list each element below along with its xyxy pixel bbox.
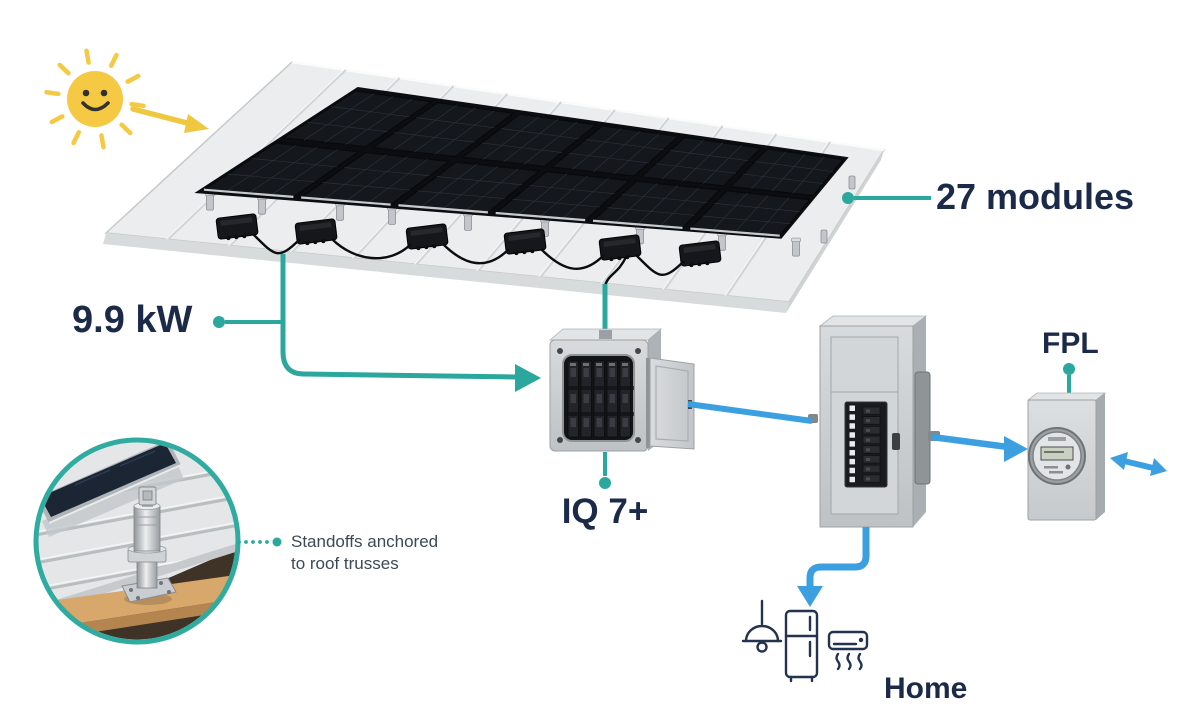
branch-cables bbox=[252, 233, 685, 287]
sun-icon bbox=[44, 48, 146, 150]
panel-breakers bbox=[849, 405, 881, 483]
panel-side-raceway bbox=[914, 371, 931, 485]
grid-exchange-left-head bbox=[1110, 452, 1128, 470]
inset-standoff bbox=[121, 486, 177, 605]
blue-connectors bbox=[687, 401, 1167, 607]
panel-top-face bbox=[818, 315, 928, 327]
inset-callout-dot bbox=[272, 537, 282, 547]
sunlight-arrow-icon bbox=[130, 106, 209, 133]
standoff-inset bbox=[33, 437, 282, 645]
dc-line-to-combiner bbox=[280, 254, 518, 380]
combiner-breakers bbox=[566, 360, 634, 438]
inset-truss-top bbox=[50, 574, 236, 627]
standoffs-note-line2: to roof trusses bbox=[291, 554, 399, 573]
standoffs-note-line1: Standoffs anchored bbox=[291, 532, 439, 551]
combiner-box bbox=[548, 328, 695, 452]
solar-panel-array bbox=[194, 86, 849, 239]
sun-rays bbox=[44, 48, 146, 150]
standoffs-note: Standoffs anchored to roof trusses bbox=[291, 531, 438, 575]
panel-to-meter-line bbox=[931, 433, 1009, 451]
roof-ridge-highlight bbox=[291, 60, 885, 152]
home-load-icons bbox=[741, 599, 869, 683]
system-size-label: 9.9 kW bbox=[72, 299, 193, 341]
microinverters bbox=[215, 213, 722, 268]
sun-smile bbox=[81, 101, 110, 112]
module-count-label: 27 modules bbox=[936, 176, 1135, 217]
sun-body bbox=[67, 71, 123, 127]
meter-nameplate bbox=[1048, 437, 1066, 441]
utility-meter bbox=[1026, 392, 1107, 521]
breaker-panel bbox=[808, 315, 940, 528]
combiner-door-panel bbox=[655, 365, 689, 442]
microinverter bbox=[503, 228, 547, 256]
microinverter bbox=[405, 223, 449, 251]
combiner-door bbox=[649, 357, 695, 450]
inset-truss-side bbox=[54, 598, 236, 638]
grid-exchange-shaft bbox=[1123, 458, 1154, 471]
dc-arrowhead bbox=[515, 364, 541, 392]
grid-exchange-right-head bbox=[1150, 458, 1167, 476]
teal-connectors bbox=[213, 192, 1075, 489]
inverter-label: IQ 7+ bbox=[561, 492, 649, 531]
pendant-lamp-icon bbox=[741, 599, 783, 653]
microinverter bbox=[215, 213, 259, 241]
home-loads-label: Home loads bbox=[884, 611, 967, 719]
roof-fascia-right bbox=[786, 150, 884, 313]
microinverter bbox=[678, 240, 722, 268]
sun-eye bbox=[82, 89, 90, 97]
meter-bezel bbox=[1028, 427, 1086, 485]
combiner-hinge bbox=[646, 358, 650, 448]
meter-top-face bbox=[1026, 392, 1107, 401]
meter-side-face bbox=[1096, 393, 1105, 520]
system-size-dot bbox=[213, 316, 225, 328]
loads-arrowhead bbox=[797, 586, 823, 607]
solar-module bbox=[729, 148, 845, 197]
inset-panel-shadow bbox=[42, 463, 184, 537]
combiner-to-panel-line bbox=[687, 401, 813, 424]
panel-latch bbox=[892, 433, 900, 450]
microinverter bbox=[598, 234, 642, 262]
inverter-label-dot bbox=[599, 477, 611, 489]
microinverter bbox=[294, 218, 338, 246]
panel-to-meter-arrowhead bbox=[1004, 436, 1028, 462]
refrigerator-icon bbox=[784, 609, 819, 683]
inset-callout-dotted-line bbox=[237, 540, 269, 544]
meter-lcd bbox=[1040, 446, 1074, 461]
combiner-conduit-fitting bbox=[599, 330, 612, 339]
inset-panel-face bbox=[40, 443, 176, 517]
utility-label: FPL bbox=[1042, 327, 1099, 360]
home-loads-line1: Home bbox=[884, 672, 968, 705]
sun-eye bbox=[100, 89, 108, 97]
panel-to-loads-line bbox=[806, 527, 870, 588]
air-conditioner-icon bbox=[827, 630, 869, 671]
standoff-inset-photo bbox=[38, 442, 236, 640]
module-count-dot bbox=[842, 192, 854, 204]
utility-label-dot bbox=[1063, 363, 1075, 375]
